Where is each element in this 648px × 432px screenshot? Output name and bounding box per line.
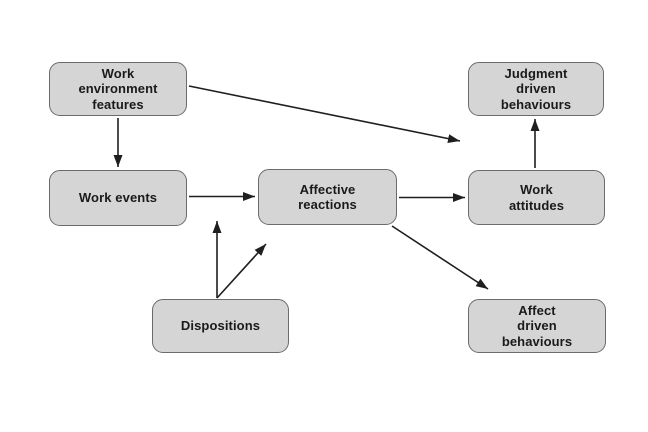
node-label: Work environment features <box>78 65 158 112</box>
node-label: Work attitudes <box>508 182 565 213</box>
node-label: Affective reactions <box>298 181 357 213</box>
node-label: Work events <box>78 190 158 206</box>
node-work-attitudes: Work attitudes <box>468 170 605 225</box>
node-affective-reactions: Affective reactions <box>258 169 397 225</box>
node-affect-driven-behaviours: Affect driven behaviours <box>468 299 606 353</box>
node-work-environment-features: Work environment features <box>49 62 187 116</box>
node-judgment-driven-behaviours: Judgment driven behaviours <box>468 62 604 116</box>
node-label: Judgment driven behaviours <box>500 65 572 112</box>
arrow-environment-to-attitudes <box>188 85 461 144</box>
arrow-reactions-to-affect-behaviours <box>391 225 489 290</box>
node-label: Affect driven behaviours <box>501 302 573 349</box>
node-work-events: Work events <box>49 170 187 226</box>
arrow-dispositions-to-reactions <box>216 243 267 299</box>
node-dispositions: Dispositions <box>152 299 289 353</box>
node-label: Dispositions <box>180 318 261 334</box>
